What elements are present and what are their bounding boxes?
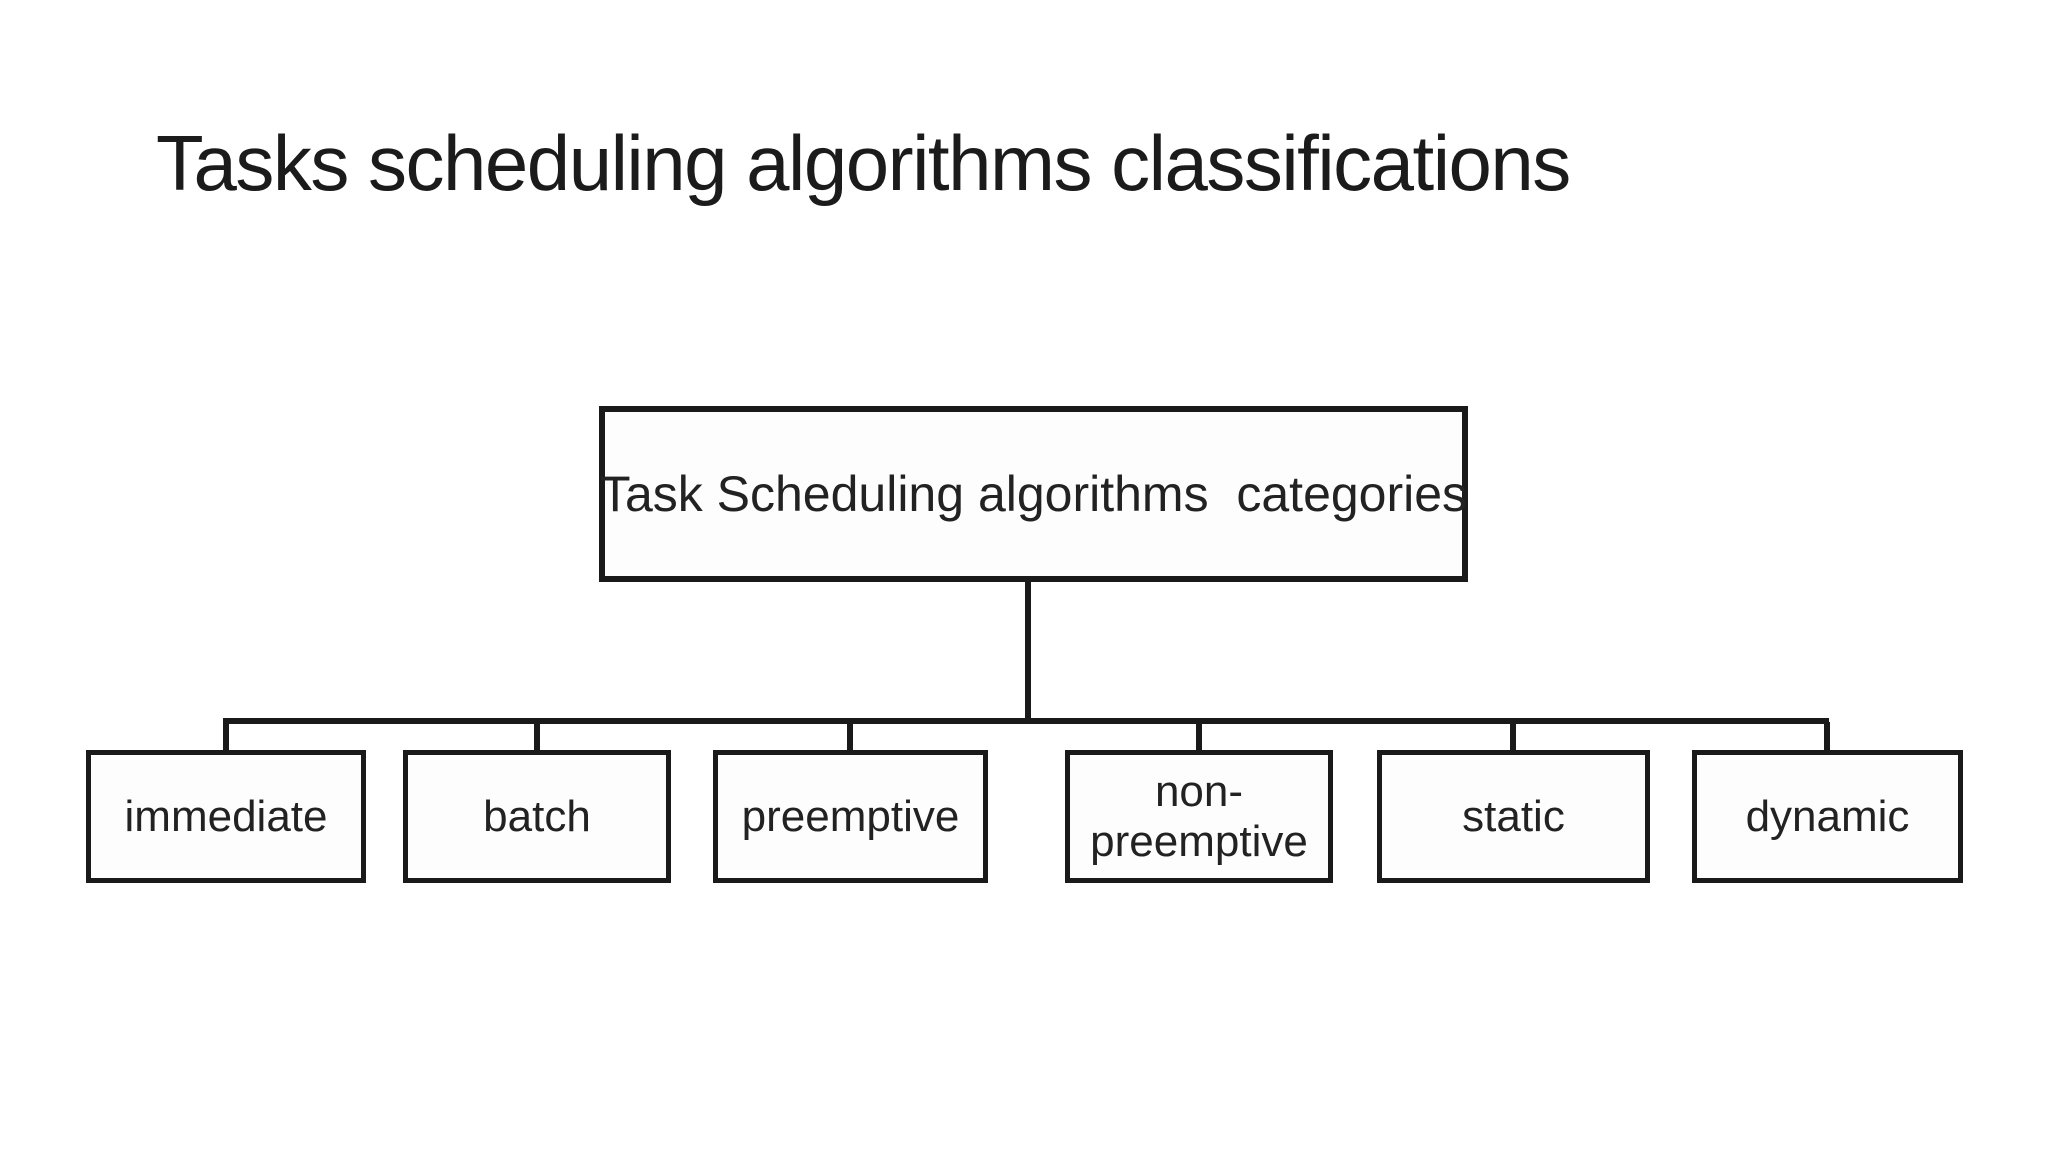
child-node-batch: batch (403, 750, 671, 883)
node-label: batch (483, 791, 591, 841)
child-node-static: static (1377, 750, 1650, 883)
child-node-dynamic: dynamic (1692, 750, 1963, 883)
page-title: Tasks scheduling algorithms classificati… (156, 119, 1571, 207)
stub-connector-non-preemptive (1196, 722, 1202, 752)
stub-connector-batch (534, 722, 540, 752)
stub-connector-static (1510, 722, 1516, 752)
stub-connector-immediate (223, 722, 229, 752)
child-node-non-preemptive: non- preemptive (1065, 750, 1333, 883)
child-node-immediate: immediate (86, 750, 366, 883)
node-label: non- preemptive (1090, 767, 1308, 866)
root-node-label: Task Scheduling algorithms categories (599, 466, 1468, 522)
stub-connector-preemptive (847, 722, 853, 752)
root-node: Task Scheduling algorithms categories (599, 406, 1468, 582)
node-label: preemptive (741, 791, 960, 841)
stub-connector-dynamic (1824, 722, 1830, 752)
node-label: dynamic (1745, 791, 1910, 841)
child-node-preemptive: preemptive (713, 750, 988, 883)
node-label: static (1462, 791, 1565, 841)
node-label: immediate (124, 791, 328, 841)
bus-connector-line (223, 718, 1829, 724)
trunk-connector-line (1025, 580, 1031, 724)
